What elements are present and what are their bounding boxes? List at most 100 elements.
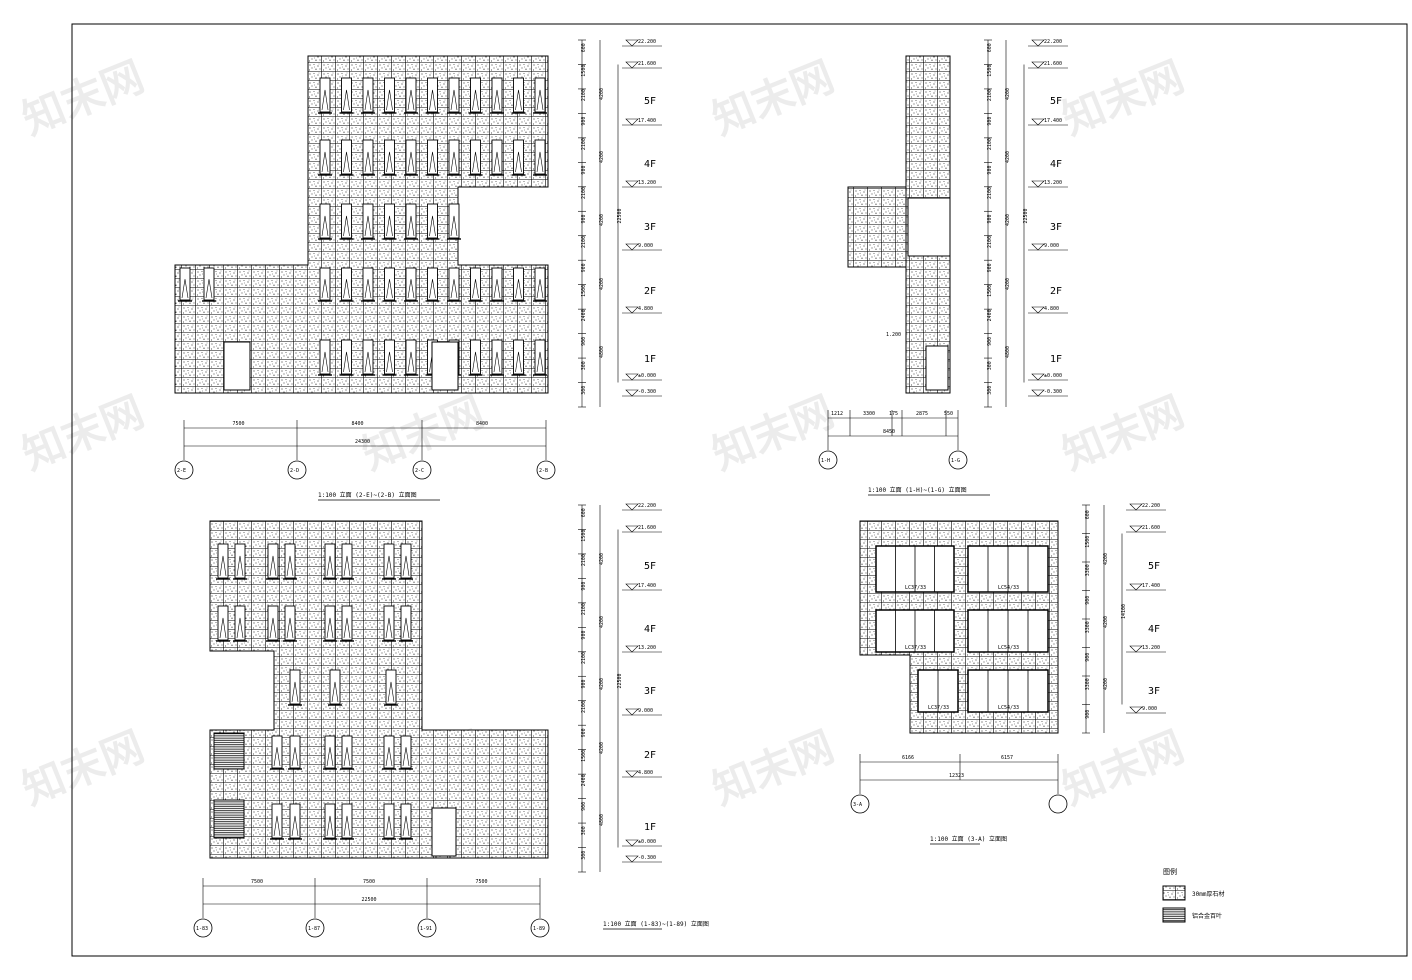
window-swing-mark [493, 151, 501, 173]
window [324, 605, 336, 641]
window [319, 203, 331, 239]
level-marker [1129, 583, 1143, 591]
segment-dimension: 900 [581, 337, 587, 346]
grid-axis-label: 1-87 [308, 926, 320, 932]
entrance-door [223, 341, 251, 391]
level-marker [625, 583, 639, 591]
window [405, 139, 417, 175]
segment-dimension: 2100 [581, 554, 587, 566]
segment-dimension: 2400 [987, 309, 993, 321]
window-swing-mark [386, 279, 393, 299]
level-column: 6001500210090021009002100900210090015002… [578, 39, 662, 408]
floor-height-dimension: 4200 [599, 553, 605, 565]
window [234, 543, 246, 579]
floor-label: 3F [1148, 686, 1160, 697]
window-swing-mark [472, 89, 479, 111]
level-marker [1031, 389, 1045, 397]
window [271, 735, 283, 769]
floor-label: 4F [644, 624, 656, 635]
window [289, 803, 301, 839]
floor-height-dimension: 4800 [599, 346, 605, 358]
window [324, 543, 336, 579]
window-swing-mark [321, 89, 329, 111]
level-marker [625, 180, 639, 188]
window [271, 803, 283, 839]
grid-axis-bubble [818, 450, 838, 470]
level-marker [1031, 373, 1045, 381]
legend-swatch-louver [1162, 907, 1186, 923]
level-value: 22.200 [1142, 503, 1160, 509]
window [400, 605, 412, 641]
level-value: 4.800 [1044, 306, 1059, 312]
segment-dimension: 900 [581, 582, 587, 591]
level-value: 13.200 [638, 180, 656, 186]
window [319, 139, 331, 175]
window [491, 139, 503, 175]
floor-height-dimension: 4200 [1005, 151, 1011, 163]
level-column: 6001500330090033009003300900420042004200… [1082, 503, 1166, 734]
level-value: 4.800 [638, 770, 653, 776]
window [341, 605, 353, 641]
level-value: 17.400 [638, 583, 656, 589]
segment-dimension: 900 [987, 214, 993, 223]
segment-dimension: 900 [1085, 653, 1091, 662]
legend-swatch-stone [1162, 885, 1186, 901]
floor-label: 4F [1050, 159, 1062, 170]
floor-height-dimension: 4200 [1005, 278, 1011, 290]
level-marker [1129, 645, 1143, 653]
floor-label: 1F [1050, 354, 1062, 365]
window-tag: LC54/33 [998, 645, 1019, 651]
window [203, 267, 215, 301]
floor-label: 4F [1148, 624, 1160, 635]
window-swing-mark [385, 555, 393, 577]
window-swing-mark [386, 151, 393, 173]
drawing-frame [71, 23, 1408, 957]
level-value: 22.200 [638, 503, 656, 509]
segment-dimension: 2400 [581, 309, 587, 321]
segment-dimension: 1500 [581, 750, 587, 762]
window [383, 543, 395, 579]
legend: 图例 30mm厚石材 铝合金百叶 [1162, 867, 1224, 923]
segment-dimension: 2100 [987, 187, 993, 199]
segment-dimension: 600 [581, 508, 587, 517]
window-swing-mark [450, 151, 458, 173]
window-swing-mark [269, 617, 277, 639]
window [362, 267, 374, 301]
window [384, 139, 395, 175]
louver-panel [213, 799, 245, 839]
window-tag: LC54/33 [998, 585, 1019, 591]
segment-dimension: 2100 [987, 89, 993, 101]
segment-dimension: 1500 [987, 65, 993, 77]
level-value: -0.300 [1044, 389, 1062, 395]
watermark-text: 知末网 [15, 722, 150, 815]
segment-dimension: 900 [1085, 596, 1091, 605]
window [405, 267, 417, 301]
window [400, 543, 412, 579]
entrance-door [431, 341, 459, 391]
window [324, 803, 336, 839]
elevation-caption: 1:100 立面 (1-83)~(1-89) 立面图 [603, 920, 709, 928]
segment-dimension: 900 [581, 802, 587, 811]
grid-axis-label: 3-A [853, 802, 862, 808]
segment-dimension: 300 [581, 386, 587, 395]
window-swing-mark [343, 151, 350, 173]
segment-dimension: 900 [1085, 710, 1091, 719]
window [341, 267, 352, 301]
total-dimension: 22500 [362, 897, 377, 903]
window-swing-mark [386, 351, 393, 373]
segment-dimension: 600 [987, 43, 993, 52]
segment-dimension: 300 [581, 361, 587, 370]
overall-height-dimension: 22500 [1023, 208, 1029, 223]
level-marker [625, 770, 639, 778]
span-dimension: 175 [889, 411, 898, 417]
span-dimension: 7500 [233, 421, 245, 427]
window [405, 77, 417, 113]
level-value: ±0.000 [638, 839, 656, 845]
segment-dimension: 900 [581, 166, 587, 175]
level-value: 4.800 [638, 306, 653, 312]
segment-dimension: 900 [581, 117, 587, 126]
level-value: -0.300 [638, 855, 656, 861]
